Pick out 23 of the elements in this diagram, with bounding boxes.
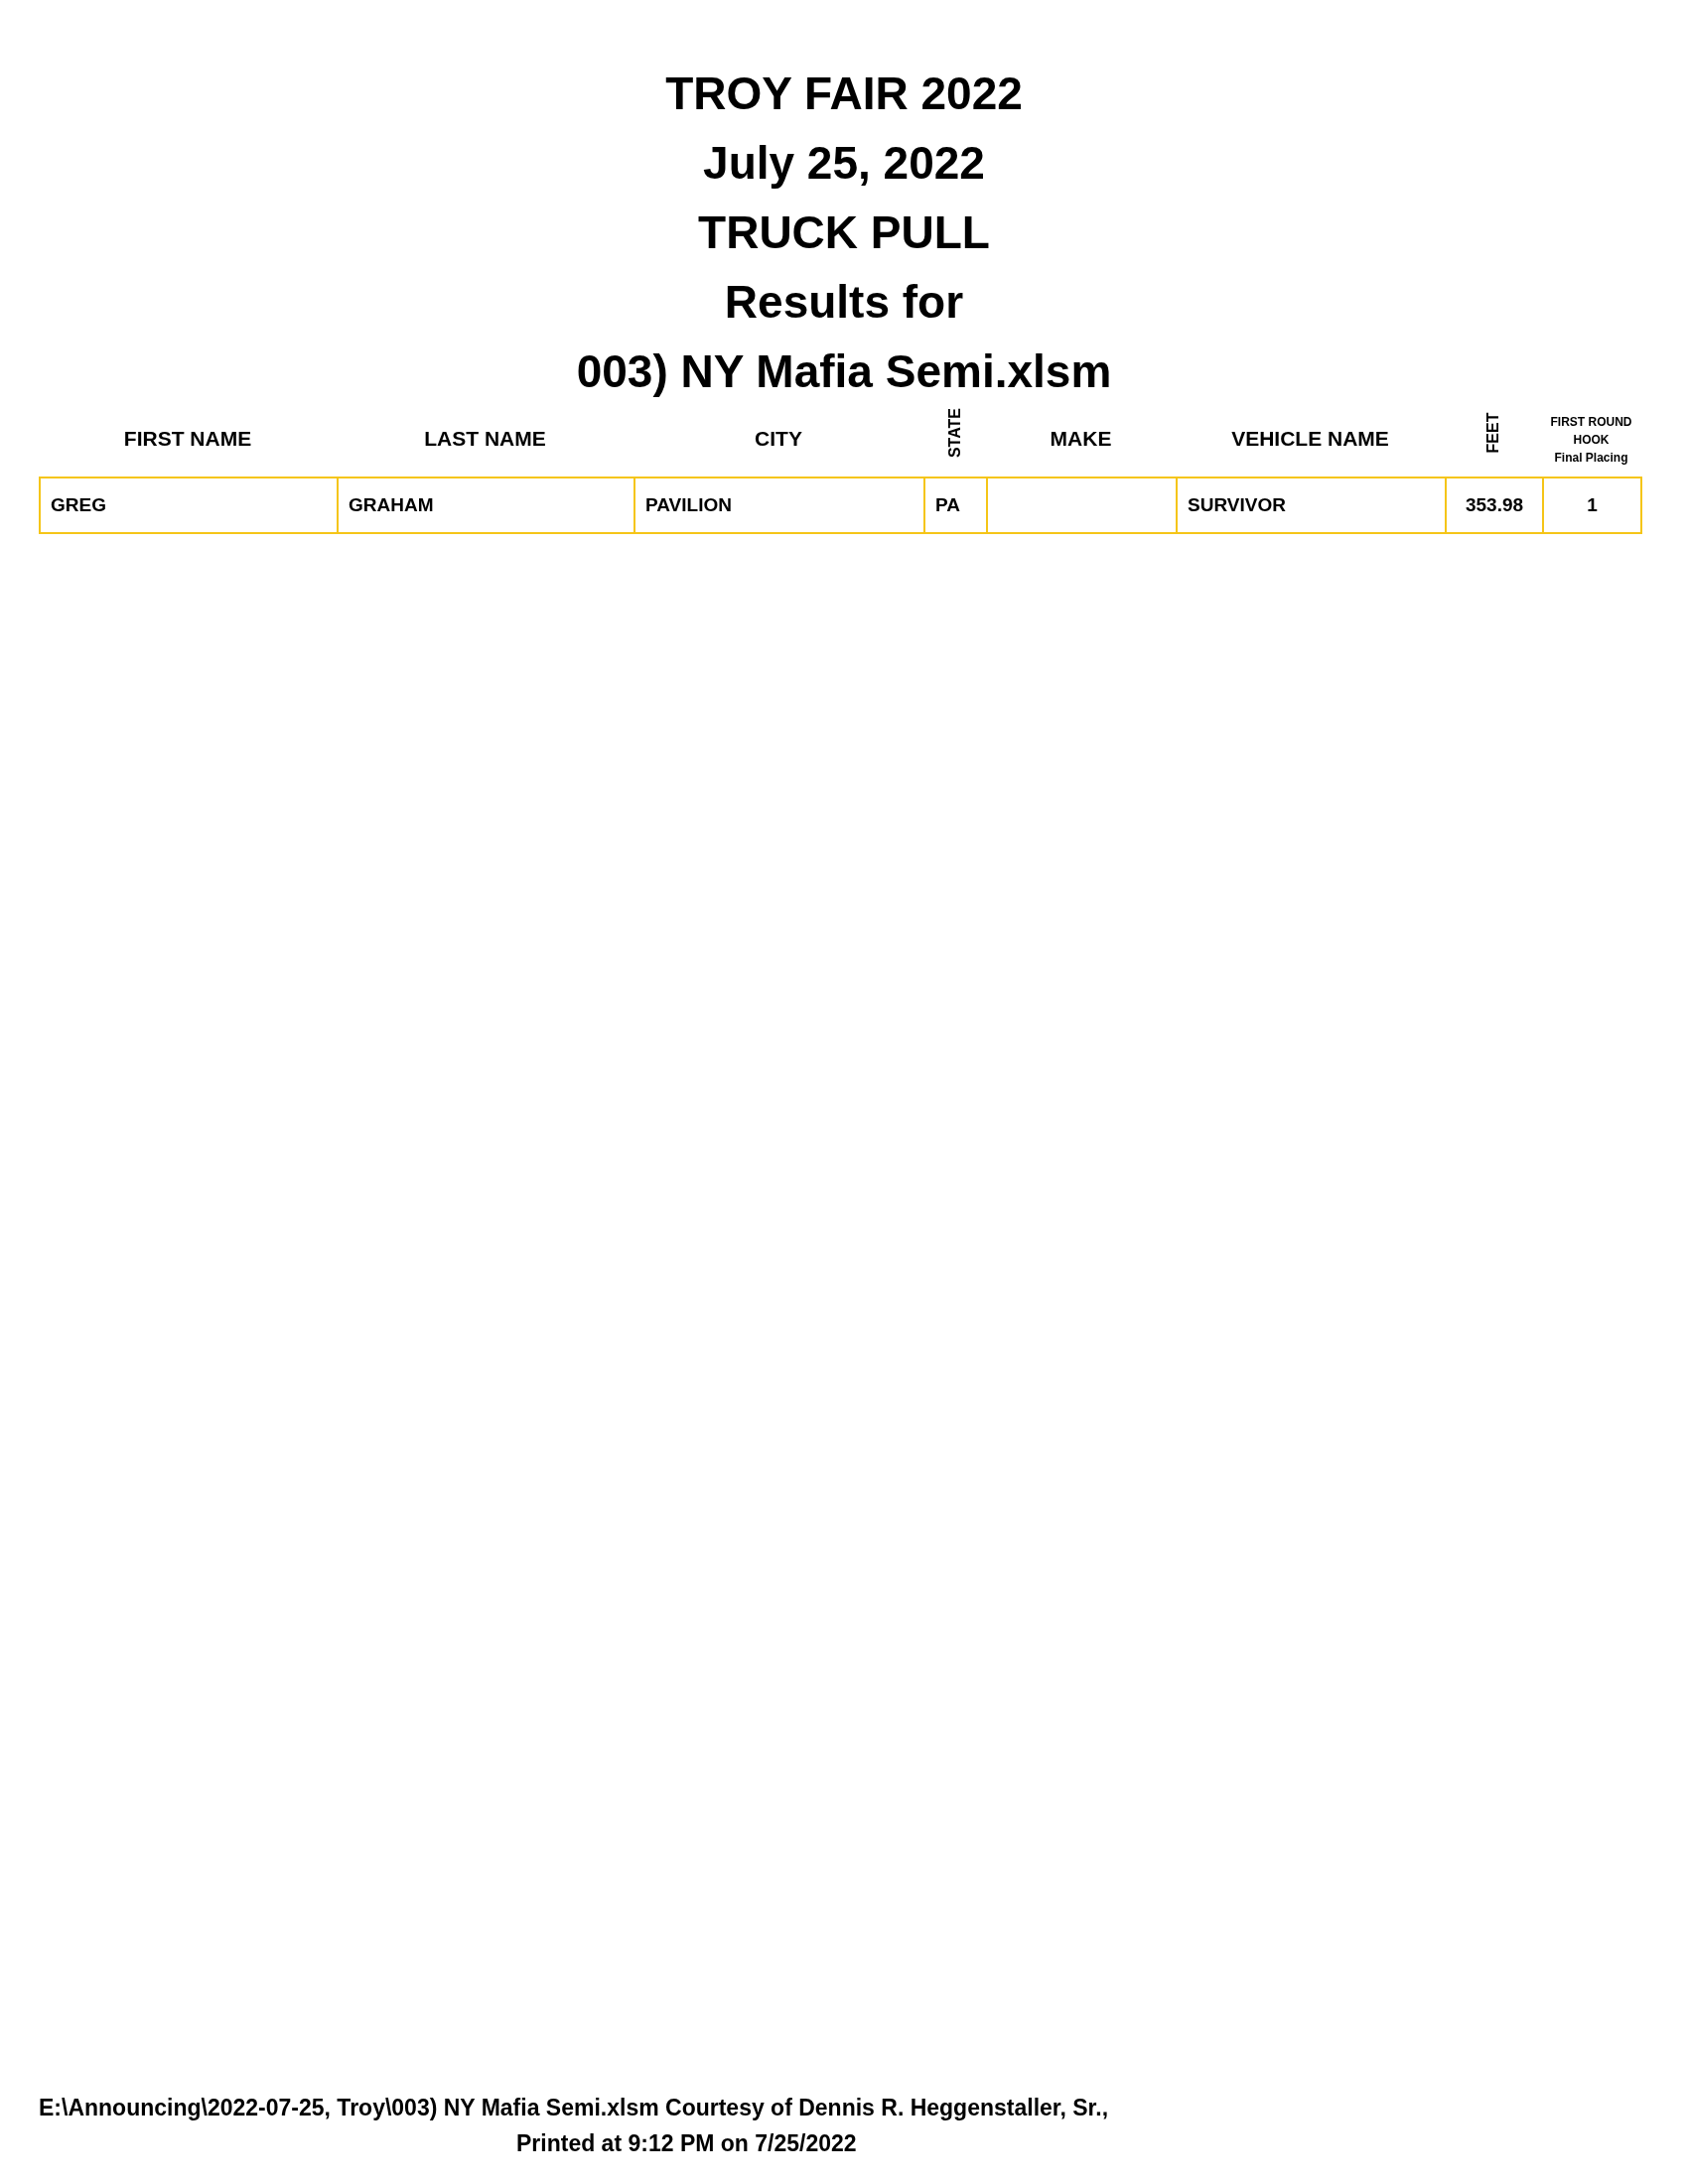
table-cell: GREG — [39, 477, 339, 534]
column-header: STATE — [944, 406, 964, 461]
table-cell: 353.98 — [1445, 477, 1544, 534]
heading-line: TRUCK PULL — [697, 205, 991, 260]
table-cell: GRAHAM — [337, 477, 635, 534]
column-header: Final Placing — [1553, 451, 1629, 465]
table-cell: PAVILION — [633, 477, 925, 534]
table-cell: 1 — [1542, 477, 1642, 534]
heading-line: 003) NY Mafia Semi.xlsm — [575, 344, 1113, 399]
footer-text: E:\Announcing\2022-07-25, Troy\003) NY Mafia Semi.xlsm Courtesy of Dennis R. Heggenstaller, Sr., — [39, 2095, 1109, 2121]
column-header: LAST NAME — [423, 427, 547, 451]
heading-line: Results for — [723, 275, 965, 330]
table-cell: PA — [923, 477, 988, 534]
column-header: FIRST ROUND HOOK — [1549, 414, 1633, 449]
heading-line: July 25, 2022 — [702, 136, 986, 191]
table-cell: SURVIVOR — [1176, 477, 1447, 534]
column-header: CITY — [754, 427, 803, 451]
column-header: MAKE — [1049, 427, 1113, 451]
title: TROY FAIR 2022 — [664, 67, 1024, 121]
column-header: FEET — [1483, 411, 1502, 456]
column-header: FIRST NAME — [122, 427, 253, 451]
column-header: VEHICLE NAME — [1230, 427, 1390, 451]
footer-text: Printed at 9:12 PM on 7/25/2022 — [516, 2130, 857, 2157]
